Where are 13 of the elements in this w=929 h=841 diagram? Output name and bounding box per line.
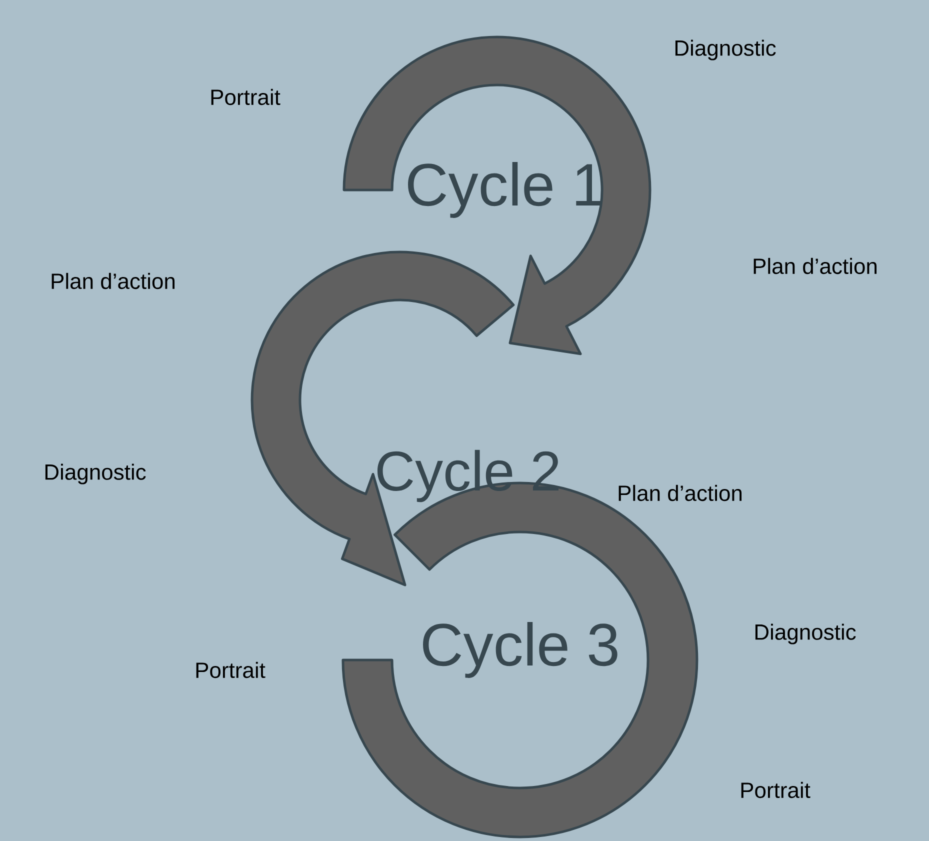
cycle-label: Cycle 1 — [408, 162, 602, 218]
step-label: Plan d’action — [52, 272, 175, 290]
step-label: Diagnostic — [45, 464, 146, 484]
step-label: Portrait — [196, 662, 266, 678]
curved-arrow — [342, 36, 652, 356]
step-label: Plan d’action — [618, 484, 742, 502]
step-label: Portrait — [741, 782, 810, 798]
curved-arrow — [250, 250, 515, 586]
step-label: Diagnostic — [675, 40, 776, 60]
cycle-label: Cycle 3 — [423, 622, 618, 678]
step-label: Portrait — [211, 88, 280, 106]
step-label: Plan d’action — [754, 258, 877, 274]
step-label: Diagnostic — [755, 624, 856, 644]
